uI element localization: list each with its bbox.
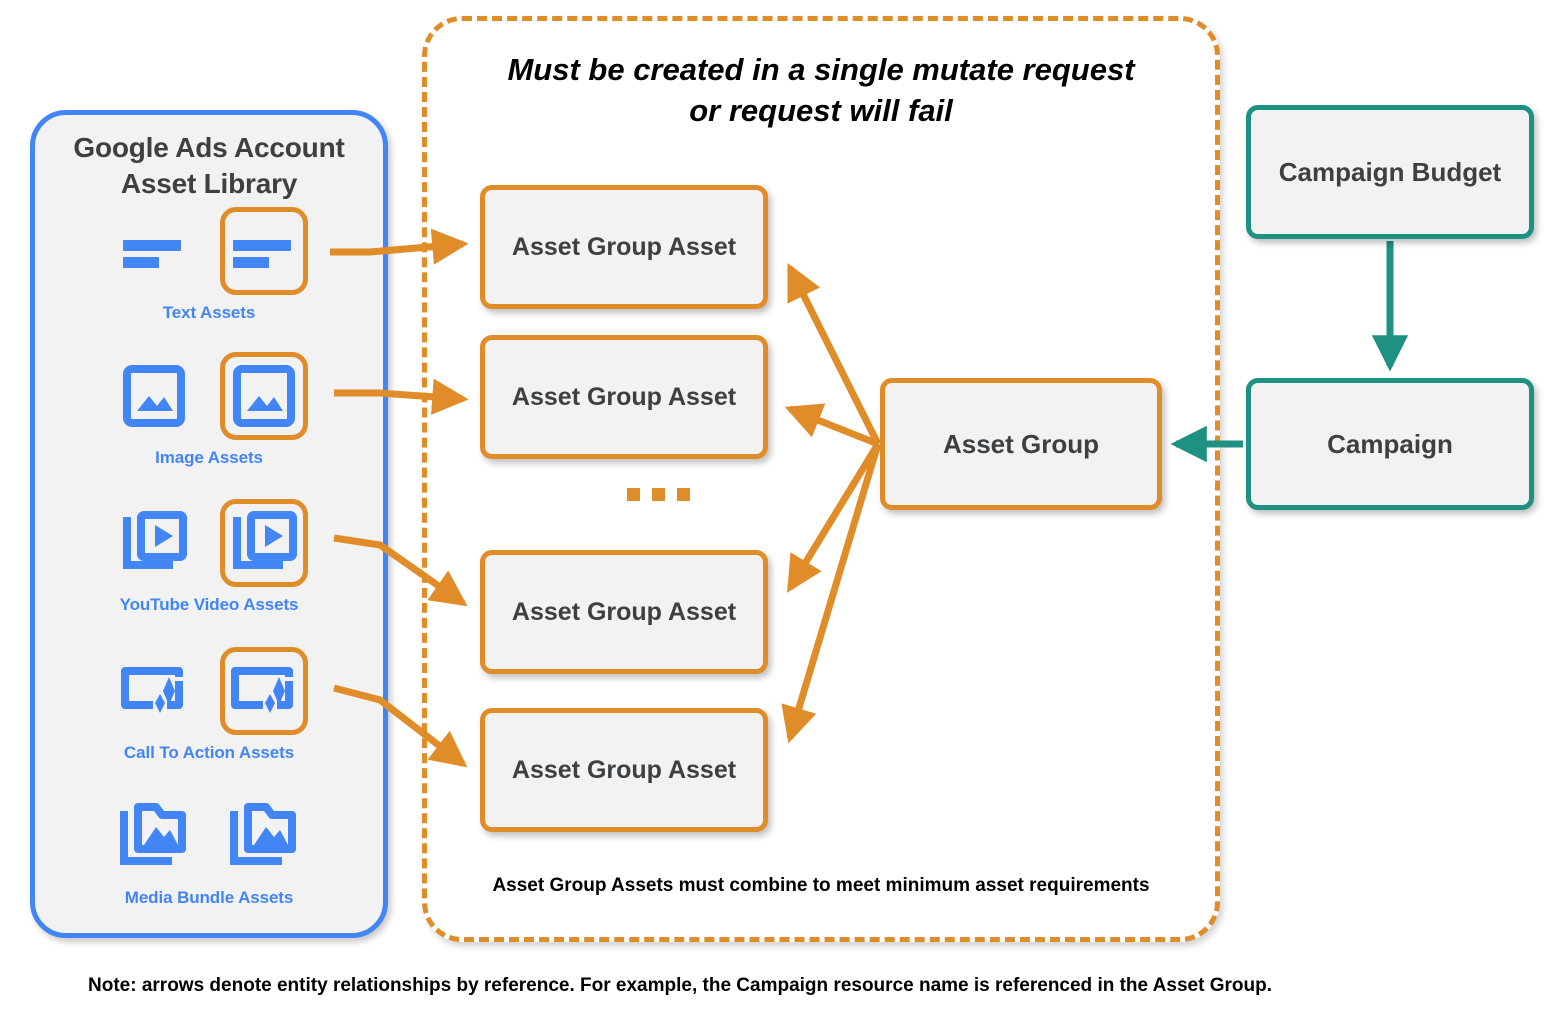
asset-row-cta[interactable]: Call To Action Assets [35, 645, 383, 763]
asset-icons-text [35, 205, 383, 297]
mutate-request-title: Must be created in a single mutate reque… [422, 50, 1220, 132]
ellipsis-indicator [627, 488, 690, 501]
media-bundle-asset-icon [108, 790, 200, 882]
asset-label-cta: Call To Action Assets [123, 743, 295, 762]
campaign-box[interactable]: Campaign [1246, 378, 1534, 510]
asset-row-media-bundle[interactable]: Media Bundle Assets [35, 790, 383, 908]
asset-row-video[interactable]: YouTube Video Assets [35, 497, 383, 615]
call-to-action-asset-icon-selected[interactable] [218, 645, 310, 737]
asset-label-video: YouTube Video Assets [119, 595, 299, 614]
library-title-line1: Google Ads Account [73, 132, 345, 163]
asset-group-asset-box-1[interactable]: Asset Group Asset [480, 185, 768, 309]
campaign-budget-label: Campaign Budget [1278, 156, 1502, 187]
asset-group-asset-box-3[interactable]: Asset Group Asset [480, 550, 768, 674]
asset-label-image: Image Assets [155, 448, 263, 467]
library-title: Google Ads Account Asset Library [35, 130, 383, 202]
mutate-footnote: Asset Group Assets must combine to meet … [492, 875, 1150, 896]
asset-row-image[interactable]: Image Assets [35, 350, 383, 468]
campaign-label: Campaign [1327, 428, 1453, 459]
ellipsis-dot-1 [627, 488, 640, 501]
image-asset-icon-selected[interactable] [218, 350, 310, 442]
video-asset-icon-selected[interactable] [218, 497, 310, 589]
asset-row-text[interactable]: Text Assets [35, 205, 383, 323]
asset-group-asset-label-1: Asset Group Asset [511, 232, 737, 261]
diagram-note: Note: arrows denote entity relationships… [88, 975, 1272, 996]
text-asset-icon [108, 205, 200, 297]
library-title-line2: Asset Library [120, 167, 298, 199]
image-asset-icon [108, 350, 200, 442]
ellipsis-dot-3 [677, 488, 690, 501]
mutate-title-line2: or request will fail [689, 92, 953, 128]
asset-icons-image [35, 350, 383, 442]
asset-group-asset-label-2: Asset Group Asset [511, 382, 737, 411]
asset-icons-cta [35, 645, 383, 737]
call-to-action-asset-icon [108, 645, 200, 737]
ellipsis-dot-2 [652, 488, 665, 501]
media-bundle-asset-icon-2 [218, 790, 310, 882]
asset-group-asset-label-4: Asset Group Asset [511, 755, 737, 784]
campaign-budget-box[interactable]: Campaign Budget [1246, 105, 1534, 239]
asset-label-text: Text Assets [162, 303, 256, 322]
asset-icons-media-bundle [35, 790, 383, 882]
asset-group-asset-box-4[interactable]: Asset Group Asset [480, 708, 768, 832]
asset-group-asset-box-2[interactable]: Asset Group Asset [480, 335, 768, 459]
asset-group-box[interactable]: Asset Group [880, 378, 1162, 510]
text-asset-icon-selected[interactable] [218, 205, 310, 297]
asset-label-media-bundle: Media Bundle Assets [124, 888, 294, 907]
video-asset-icon [108, 497, 200, 589]
mutate-title-line1: Must be created in a single mutate reque… [507, 52, 1135, 87]
asset-group-asset-label-3: Asset Group Asset [511, 597, 737, 626]
asset-icons-video [35, 497, 383, 589]
asset-library-panel: Google Ads Account Asset Library [30, 110, 388, 938]
asset-group-label: Asset Group [942, 428, 1100, 459]
